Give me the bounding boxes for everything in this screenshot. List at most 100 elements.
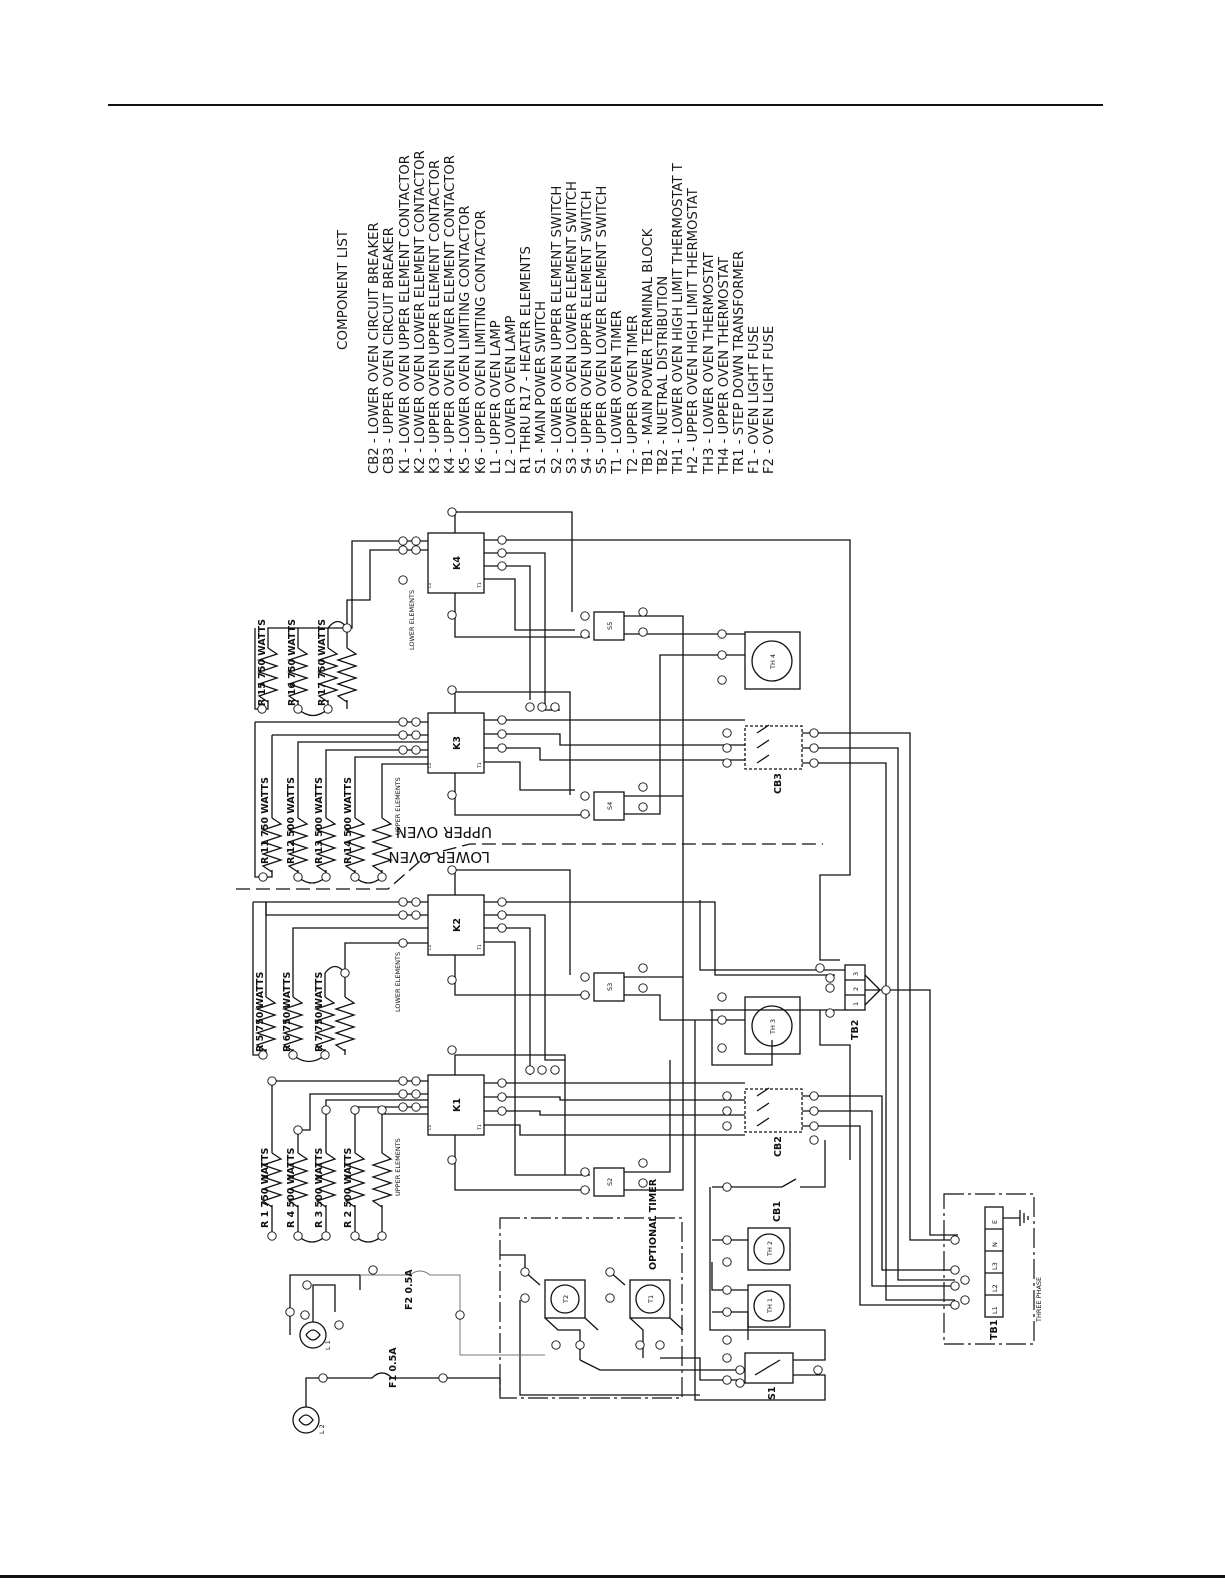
wire-node (525, 1065, 535, 1075)
wire-node (580, 611, 590, 621)
wire-node (411, 897, 421, 907)
wire-node (551, 1340, 561, 1350)
wire-node (258, 1050, 268, 1060)
wire-node (368, 1265, 378, 1275)
wire-node (722, 1335, 732, 1345)
three-phase-label: THREE PHASE (1035, 1277, 1043, 1323)
wire-node (257, 704, 267, 714)
wire-node (350, 872, 360, 882)
wire-node (411, 1076, 421, 1086)
wire-node (537, 702, 547, 712)
wire-node (398, 938, 408, 948)
wire-node (580, 972, 590, 982)
wire-node (447, 507, 457, 517)
wire-node (334, 1320, 344, 1330)
contactor-k2: K2 (427, 894, 485, 956)
circuit-breaker-cb3-label: CB3 (773, 773, 784, 794)
thermostat-th3-label: TH 3 (769, 1019, 777, 1035)
wire-node (655, 1340, 665, 1350)
wire-node (580, 629, 590, 639)
wire-node (267, 1076, 277, 1086)
wire-node (717, 992, 727, 1002)
oven-divider-line (236, 843, 823, 890)
wire-node (960, 1295, 970, 1305)
wire-node (580, 1167, 590, 1177)
wire-node (580, 990, 590, 1000)
wire-node (447, 610, 457, 620)
wire-node (411, 730, 421, 740)
fuse-f1-label: F1 0.5A (388, 1347, 399, 1388)
wire-node (638, 627, 648, 637)
wire-node (398, 745, 408, 755)
wire-node (340, 968, 350, 978)
wire-node (342, 623, 352, 633)
wire-node (321, 1105, 331, 1115)
wire-node (638, 802, 648, 812)
wire-node (722, 1106, 732, 1116)
wire-node (258, 872, 268, 882)
upper-elements-label-2: UPPER ELEMENTS (394, 777, 402, 835)
tb2-terminal-3: 3 (852, 972, 860, 976)
k2-pin-t1: T1 (477, 944, 483, 951)
k1-pin-t1: T1 (477, 1124, 483, 1131)
wire-node (300, 1310, 310, 1320)
wire-node (825, 973, 835, 983)
wire-node (717, 675, 727, 685)
wire-node (809, 1135, 819, 1145)
timer-t2: T2 (544, 1279, 586, 1319)
wire-node (398, 545, 408, 555)
wire-node (809, 1091, 819, 1101)
contactor-k3: K3 (427, 712, 485, 774)
optional-timer-enclosure (499, 1217, 683, 1399)
circuit-breaker-cb2: CB2 (744, 1087, 803, 1157)
switch-s3: S3 (593, 972, 625, 1002)
wire-node (411, 545, 421, 555)
oven-lamp-l1: L 1 (299, 1321, 332, 1350)
oven-lamp-l2: L 2 (292, 1406, 326, 1434)
switch-s5: S5 (593, 611, 625, 641)
heater-r6-label: R 6 750 WATTS (282, 971, 293, 1052)
wire-node (267, 1231, 277, 1241)
wire-node (722, 1307, 732, 1317)
fuse-f2-label: F2 0.5A (404, 1269, 415, 1310)
oven-lamp-l1-label: L 1 (324, 1340, 332, 1350)
k2-pin-l1: L1 (427, 944, 433, 950)
wire-node (813, 1365, 823, 1375)
upper-oven-label: UPPER OVEN (396, 823, 492, 841)
wire-node (537, 1065, 547, 1075)
bottom-rule (0, 1575, 1225, 1578)
wire-node (580, 791, 590, 801)
contactor-k1-label: K1 (452, 1098, 463, 1112)
wire-node (447, 865, 457, 875)
circuit-breaker-cb2-label: CB2 (773, 1136, 784, 1157)
timer-t2-label: T2 (562, 1295, 570, 1304)
thermostat-th2: TH 2 (747, 1227, 791, 1271)
thermostat-th4-label: TH 4 (769, 654, 777, 670)
heater-r17b (337, 647, 357, 703)
contactor-k4: K4 (427, 532, 485, 594)
optional-timer-label: OPTIONAL TIMER (648, 1178, 659, 1270)
wire-node (318, 1373, 328, 1383)
wire-node (605, 1267, 615, 1277)
circuit-breaker-cb1: CB1 (712, 1140, 826, 1222)
wire-node (950, 1235, 960, 1245)
wire-node (377, 1105, 387, 1115)
terminal-block-tb2-label: TB2 (850, 1020, 861, 1040)
k4-pin-t1: T1 (477, 582, 483, 589)
tb1-terminal-l3: L3 (991, 1262, 999, 1270)
heater-r5-label: R 5 750 WATTS (255, 971, 266, 1052)
tb1-terminal-n: N (991, 1242, 999, 1247)
wire-node (398, 575, 408, 585)
wire-node (722, 1091, 732, 1101)
wire-node (285, 1307, 295, 1317)
contactor-k2-label: K2 (452, 918, 463, 932)
wire-node (520, 1293, 530, 1303)
wire-node (881, 985, 891, 995)
heater-r12-label: R 12 500 WATTS (286, 777, 297, 864)
wire-node (815, 963, 825, 973)
wire-node (293, 1231, 303, 1241)
wire-node (825, 1008, 835, 1018)
heater-bank-upper-upper: R 11 750 WATTS R 12 500 WATTS R 13 500 W… (254, 722, 402, 884)
terminal-block-tb1: L1 L2 L3 N E TB1 (984, 1206, 1004, 1340)
wire-node (497, 535, 507, 545)
